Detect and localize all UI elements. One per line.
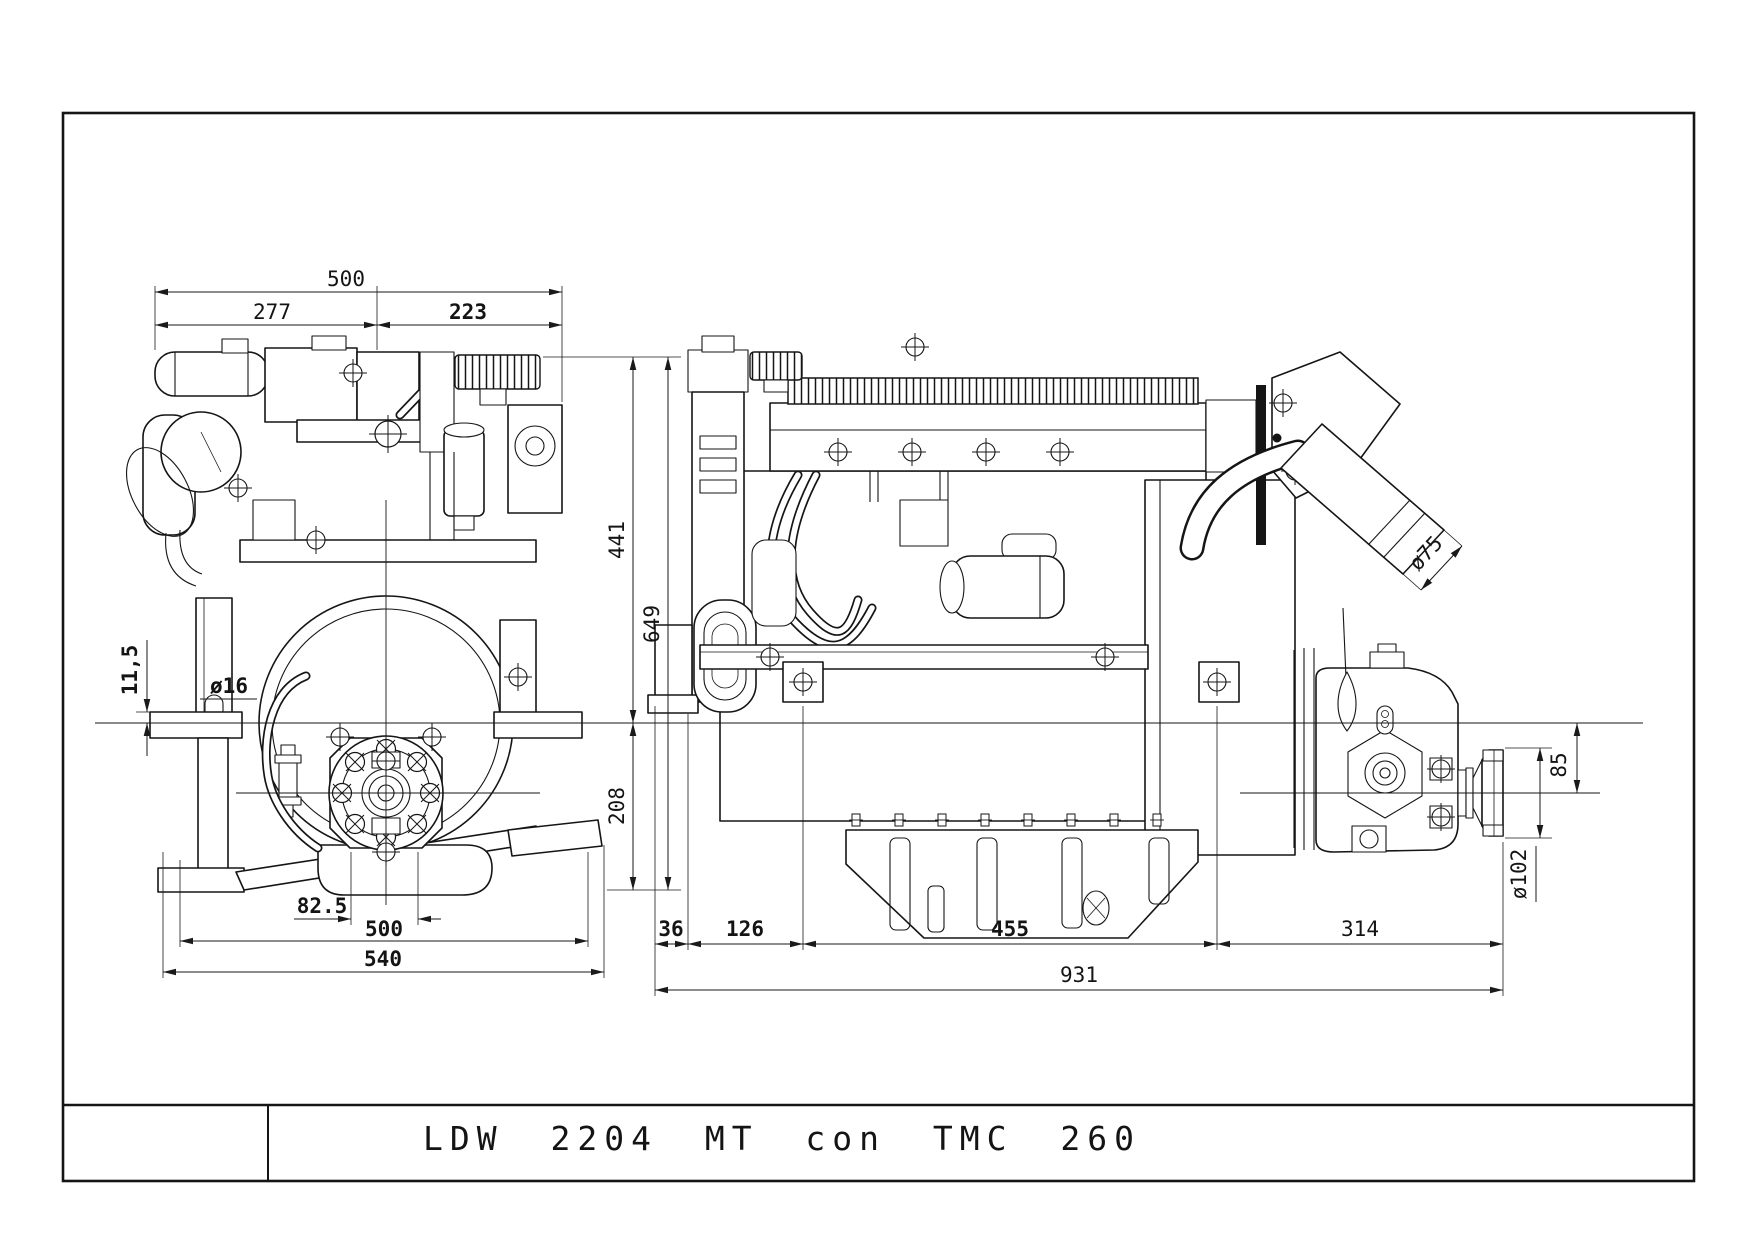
dim-front-top-to-axis: 441 [605,521,629,559]
dim-front-width-total: 500 [327,267,365,291]
side-view [647,332,1504,939]
dim-side-front-to-mount: 126 [726,917,764,941]
dim-front-axis-to-base: 208 [605,787,629,825]
front-view-dimensions: 500 277 223 441 649 208 11,5 ø16 82.5 50… [118,267,681,978]
dim-side-mount-span: 455 [991,917,1029,941]
dim-front-height-total: 649 [640,605,664,643]
dim-front-mount-span: 500 [365,917,403,941]
front-view [125,335,603,905]
dim-side-mount-to-flange: 314 [1341,917,1379,941]
drawing-title: LDW 2204 MT con TMC 260 [423,1119,1141,1158]
front-view-top-assembly [125,335,563,587]
dim-front-hole-dia: ø16 [210,674,248,698]
dim-front-mount-offset: 82.5 [297,894,348,918]
dim-side-front-offset: 36 [658,917,683,941]
dim-front-width-left: 277 [253,300,291,324]
side-view-gearbox [1293,607,1459,853]
dim-front-base-width: 540 [364,947,402,971]
side-view-exhaust [1179,351,1445,575]
dim-front-foot-offset: 11,5 [118,645,142,696]
dim-side-axis-drop: 85 [1547,752,1571,777]
side-view-oil-pan [845,829,1199,939]
dim-front-width-right: 223 [449,300,487,324]
dim-side-overall-length: 931 [1060,963,1098,987]
front-view-centerlines [236,500,540,905]
dim-side-flange-dia: ø102 [1507,849,1531,900]
title-block: LDW 2204 MT con TMC 260 [63,1103,1694,1181]
sheet-border [61,111,1696,1183]
